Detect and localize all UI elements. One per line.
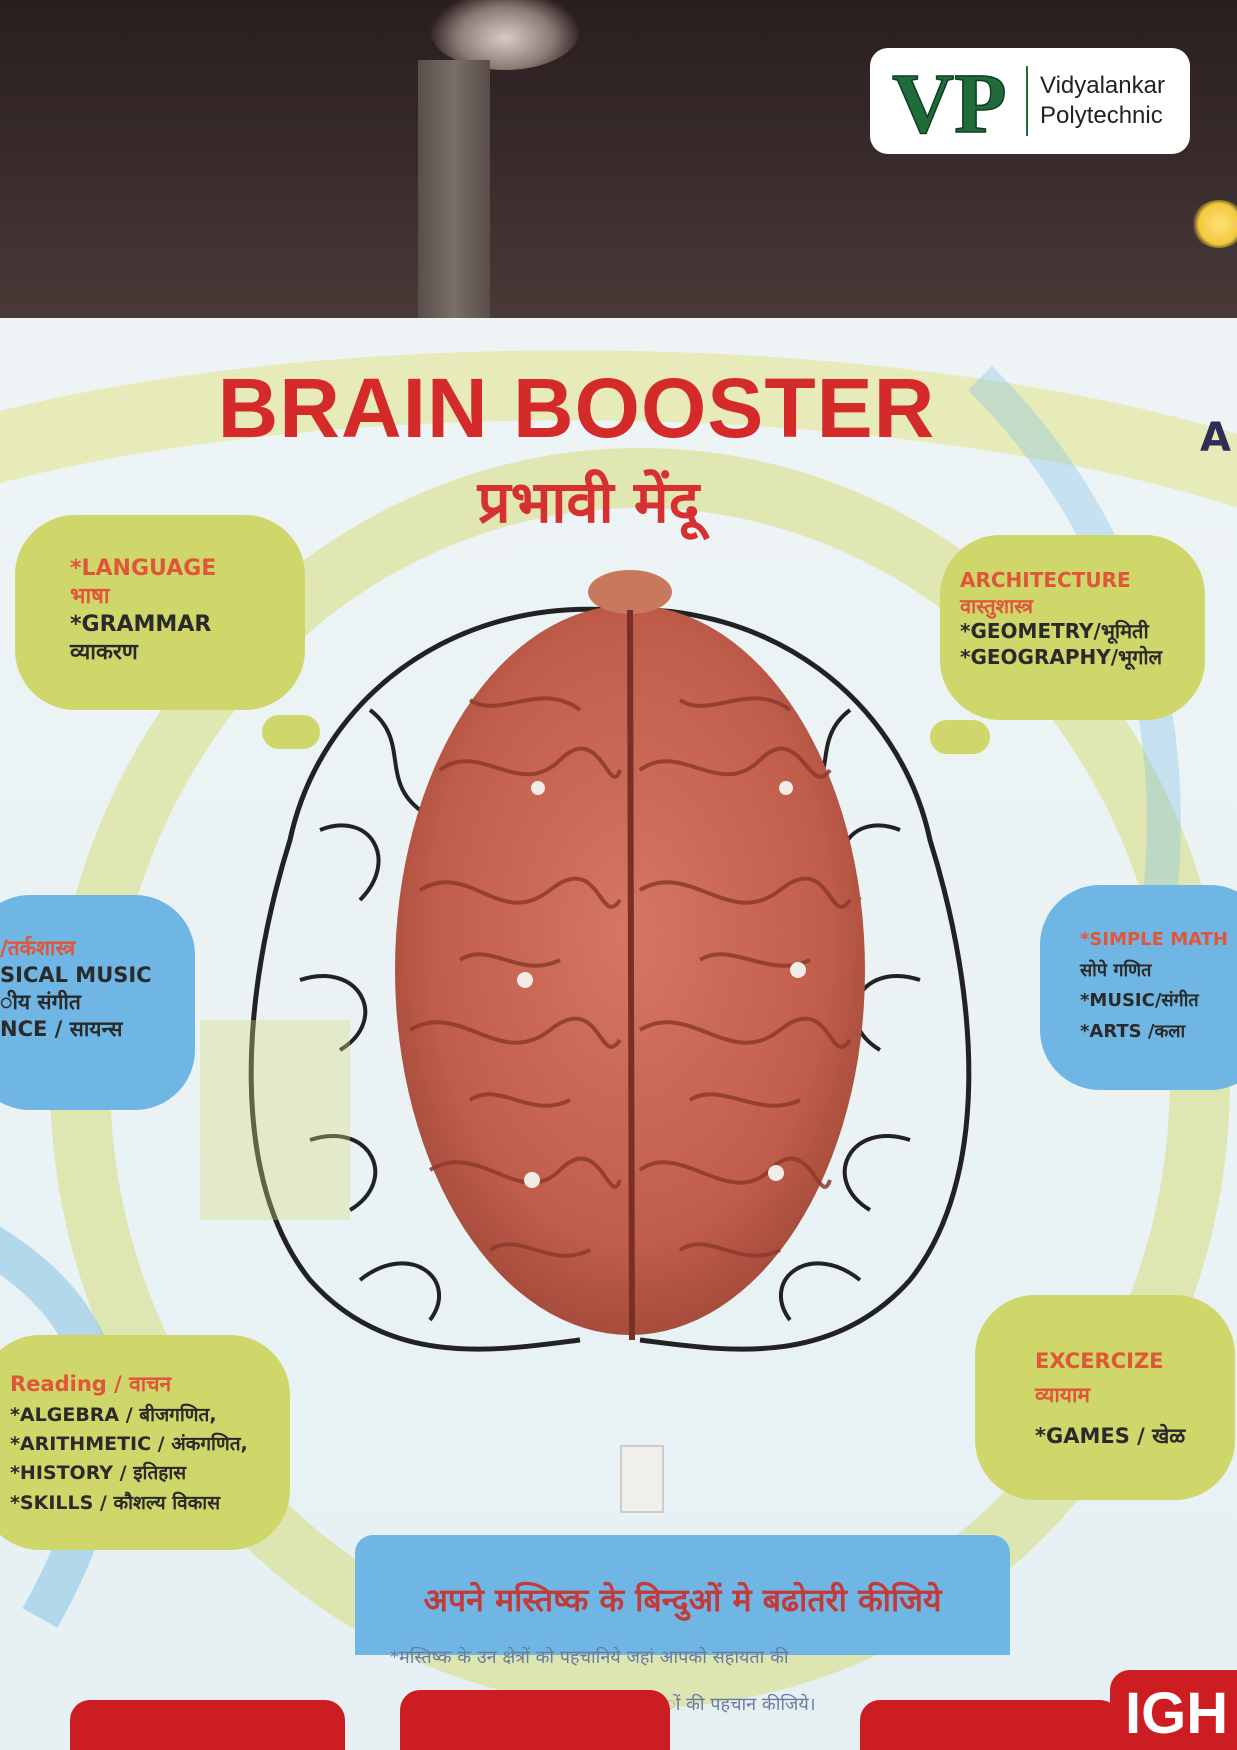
right-edge-text: A — [1200, 415, 1231, 461]
ceiling-lamp — [430, 0, 580, 70]
chair-3 — [860, 1700, 1120, 1750]
cloud-bottom-right — [975, 1295, 1235, 1500]
bottom-banner-text: अपने मस्तिष्क के बिन्दुओं मे बढोतरी कीजि… — [423, 1581, 942, 1619]
cloud-top-right — [940, 535, 1205, 720]
logo-text: Vidyalankar Polytechnic — [1040, 71, 1165, 131]
poster-subtitle: प्रभावी मेंदू — [477, 468, 700, 536]
cloud-top-left-bubble — [262, 715, 320, 749]
cloud-mid-left-text: /तर्कशास्त्र SICAL MUSIC ीय संगीत NCE / … — [0, 936, 152, 1041]
cloud-bottom-right-text: EXCERCIZE व्यायाम *GAMES / खेळ — [1035, 1349, 1186, 1449]
vp-logo-icon: VP — [891, 58, 1007, 144]
chair-2 — [400, 1690, 670, 1750]
logo-card: VP Vidyalankar Polytechnic — [870, 48, 1190, 154]
cloud-mid-right-text: *SIMPLE MATH सोपे गणित *MUSIC/संगीत *ART… — [1080, 929, 1228, 1042]
cloud-top-right-bubble — [930, 720, 990, 754]
logo-line-2: Polytechnic — [1040, 102, 1163, 129]
cloud-mid-left — [0, 895, 195, 1110]
cloud-top-right-text: ARCHITECTURE वास्तुशास्त्र *GEOMETRY/भूम… — [960, 568, 1163, 669]
cloud-bottom-left-text: Reading / वाचन *ALGEBRA / बीजगणित, *ARIT… — [10, 1372, 248, 1514]
logo-line-1: Vidyalankar — [1040, 72, 1165, 99]
bottom-banner — [355, 1535, 1010, 1655]
poster-title: BRAIN BOOSTER — [217, 361, 936, 455]
svg-text:VP: VP — [892, 58, 1007, 144]
cloud-top-left-text: *LANGUAGE भाषा *GRAMMAR व्याकरण — [70, 556, 217, 666]
cloud-bottom-left — [0, 1335, 290, 1550]
wall-switch — [620, 1445, 664, 1513]
logo-separator — [1026, 66, 1028, 136]
cloud-mid-right — [1040, 885, 1237, 1090]
bottom-banner-subtext-1: *मस्तिष्क के उन क्षेत्रों को पहचानिये जह… — [390, 1647, 789, 1668]
corner-text: IGH — [1125, 1681, 1229, 1746]
bottom-banner-subtext-2: ों की पहचान कीजिये। — [665, 1694, 816, 1715]
cloud-top-left — [15, 515, 305, 710]
brain-model — [395, 570, 865, 1341]
chair-1 — [70, 1700, 345, 1750]
ceiling-light-icon — [1191, 200, 1237, 248]
pillar — [418, 60, 490, 330]
chair-4 — [1110, 1670, 1237, 1750]
